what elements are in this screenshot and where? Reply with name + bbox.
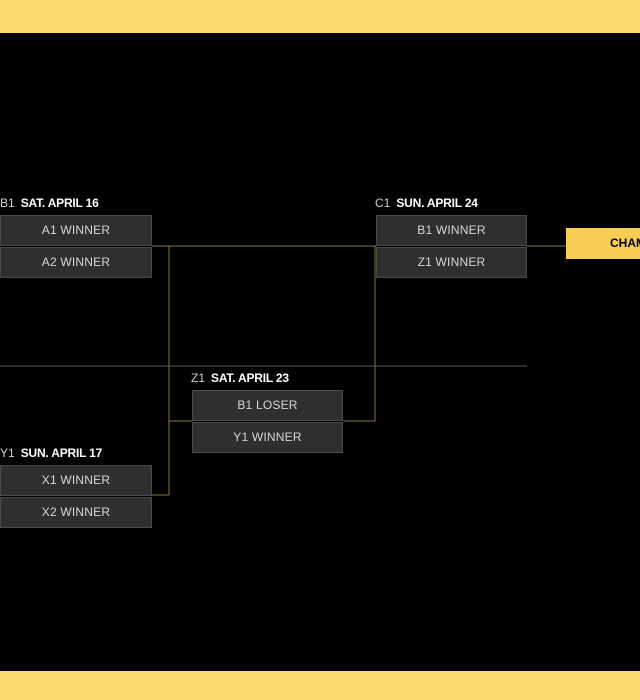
match-date: SUN. APRIL 17 xyxy=(20,446,103,460)
bottom-banner xyxy=(0,671,640,700)
match-b1-slot-2[interactable]: A2 WINNER xyxy=(0,247,152,278)
match-date: SUN. APRIL 24 xyxy=(396,196,478,210)
match-y1-slot-1[interactable]: X1 WINNER xyxy=(0,465,152,496)
match-code: C1 xyxy=(375,196,391,210)
match-b1-slot-1[interactable]: A1 WINNER xyxy=(0,215,152,246)
match-z1-slot-2[interactable]: Y1 WINNER xyxy=(192,422,343,453)
match-b1-header: B1 SAT. APRIL 16 xyxy=(0,195,99,211)
match-date: SAT. APRIL 23 xyxy=(211,371,289,385)
match-c1-header: C1 SUN. APRIL 24 xyxy=(375,195,478,211)
match-code: Z1 xyxy=(191,371,206,385)
match-date: SAT. APRIL 16 xyxy=(20,196,99,210)
top-banner xyxy=(0,0,640,33)
match-z1-slot-1[interactable]: B1 LOSER xyxy=(192,390,343,421)
match-z1-header: Z1 SAT. APRIL 23 xyxy=(191,370,289,386)
match-y1-slot-2[interactable]: X2 WINNER xyxy=(0,497,152,528)
match-c1-slot-1[interactable]: B1 WINNER xyxy=(376,215,527,246)
match-code: Y1 xyxy=(0,446,15,460)
match-c1-slot-2[interactable]: Z1 WINNER xyxy=(376,247,527,278)
match-code: B1 xyxy=(0,196,15,210)
match-y1-header: Y1 SUN. APRIL 17 xyxy=(0,445,102,461)
champion-box[interactable]: CHAMPION xyxy=(566,228,640,259)
